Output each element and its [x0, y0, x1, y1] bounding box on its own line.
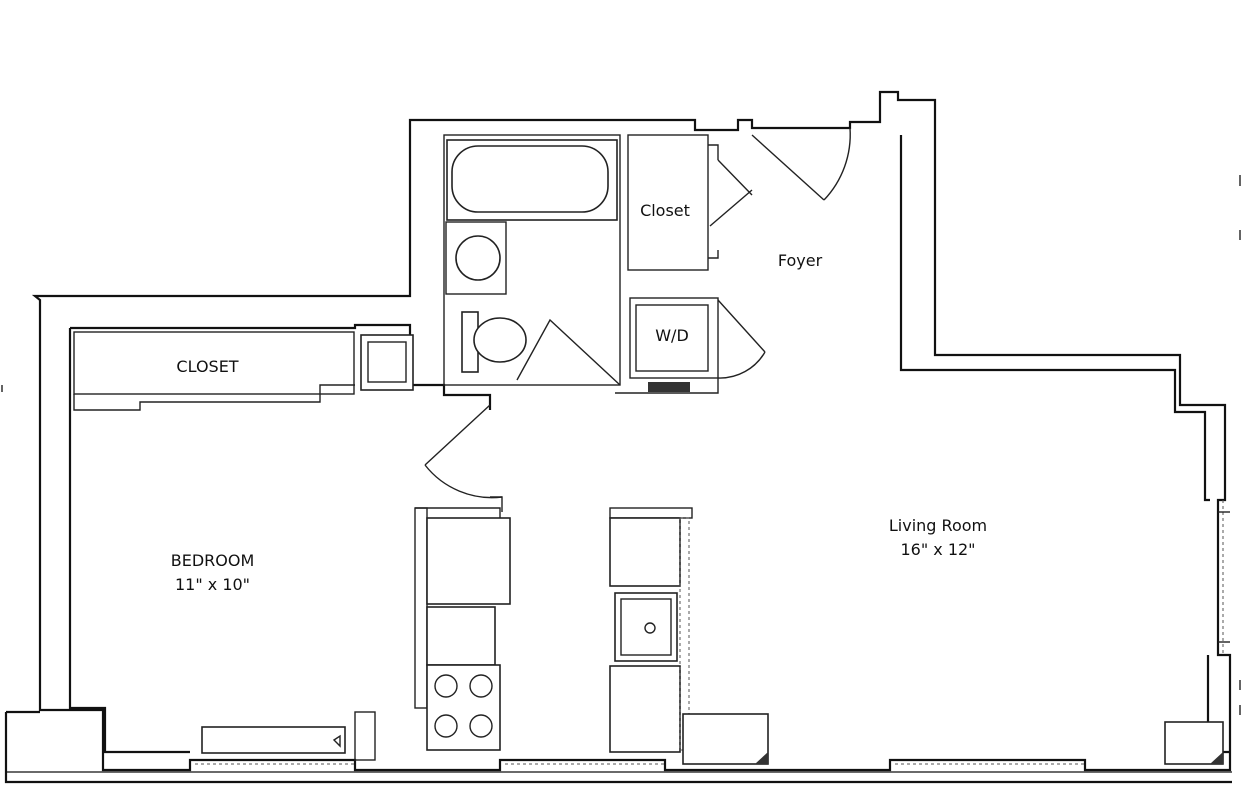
- living-room-label: Living Room 16" x 12": [868, 514, 1008, 562]
- foyer-name: Foyer: [777, 251, 823, 270]
- bedroom-name: BEDROOM: [170, 551, 255, 570]
- left-closet: [73, 331, 414, 411]
- living-corner-units: [682, 713, 1224, 765]
- hvac-unit-icon: [360, 334, 414, 391]
- closet-left-label: CLOSET: [150, 355, 265, 379]
- living-room-name: Living Room: [888, 516, 988, 535]
- windows: [195, 500, 1230, 765]
- living-room-size: 16" x 12": [900, 540, 976, 559]
- closet-top-label: Closet: [625, 199, 705, 223]
- sink-icon: [455, 235, 501, 281]
- foyer-label: Foyer: [760, 249, 840, 273]
- wd-label: W/D: [636, 324, 708, 348]
- bedroom-label: BEDROOM 11" x 10": [140, 549, 285, 597]
- bathroom: [443, 134, 621, 386]
- entry-door: [751, 127, 851, 201]
- closet-top-name: Closet: [640, 201, 690, 220]
- bedroom-size: 11" x 10": [174, 575, 251, 594]
- kitchen: [414, 507, 693, 753]
- edge-ticks: [1, 175, 1241, 715]
- outer-walls: [4, 90, 1232, 784]
- closet-left-name: CLOSET: [176, 357, 239, 376]
- bedroom-radiator: [201, 711, 376, 761]
- wd-name: W/D: [655, 326, 689, 345]
- stove-icon: [426, 664, 501, 751]
- closet-wd-walls: [615, 134, 766, 394]
- kitchen-sink-icon: [614, 592, 678, 662]
- bedroom-door: [424, 404, 503, 512]
